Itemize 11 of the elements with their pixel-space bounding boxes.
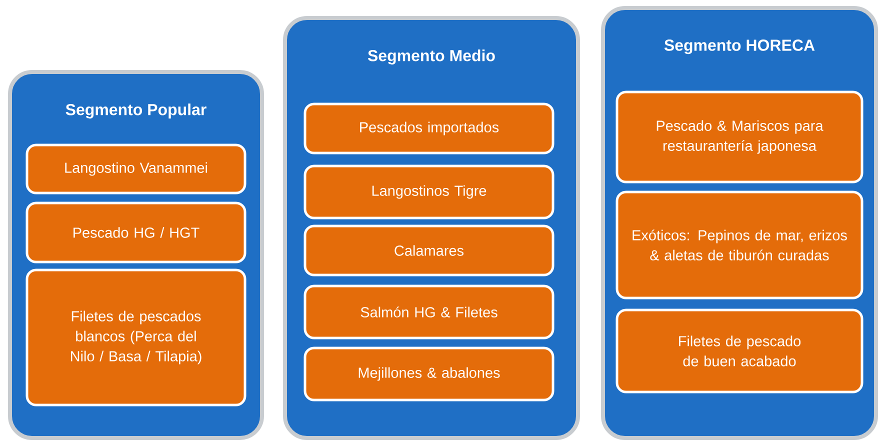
category-box: Langostino Vanammei	[26, 144, 246, 194]
category-box: Filetes de pescados blancos (Perca del Nilo / Basa / Tilapia)	[26, 268, 246, 406]
category-box: Pescados importados	[304, 102, 554, 154]
category-box: Pescado & Mariscos para restaurantería japonesa	[616, 90, 864, 184]
category-box: Pescado HG / HGT	[26, 202, 246, 264]
category-box: Calamares	[304, 224, 554, 276]
category-box: Mejillones & abalones	[304, 346, 554, 402]
category-box: Langostinos Tigre	[304, 164, 554, 220]
category-box: Filetes de pescado de buen acabado	[616, 308, 864, 394]
category-box: Salmón HG & Filetes	[304, 284, 554, 340]
category-box: Exóticos: Pepinos de mar, erizos & aletas de tiburón curadas	[616, 190, 864, 300]
